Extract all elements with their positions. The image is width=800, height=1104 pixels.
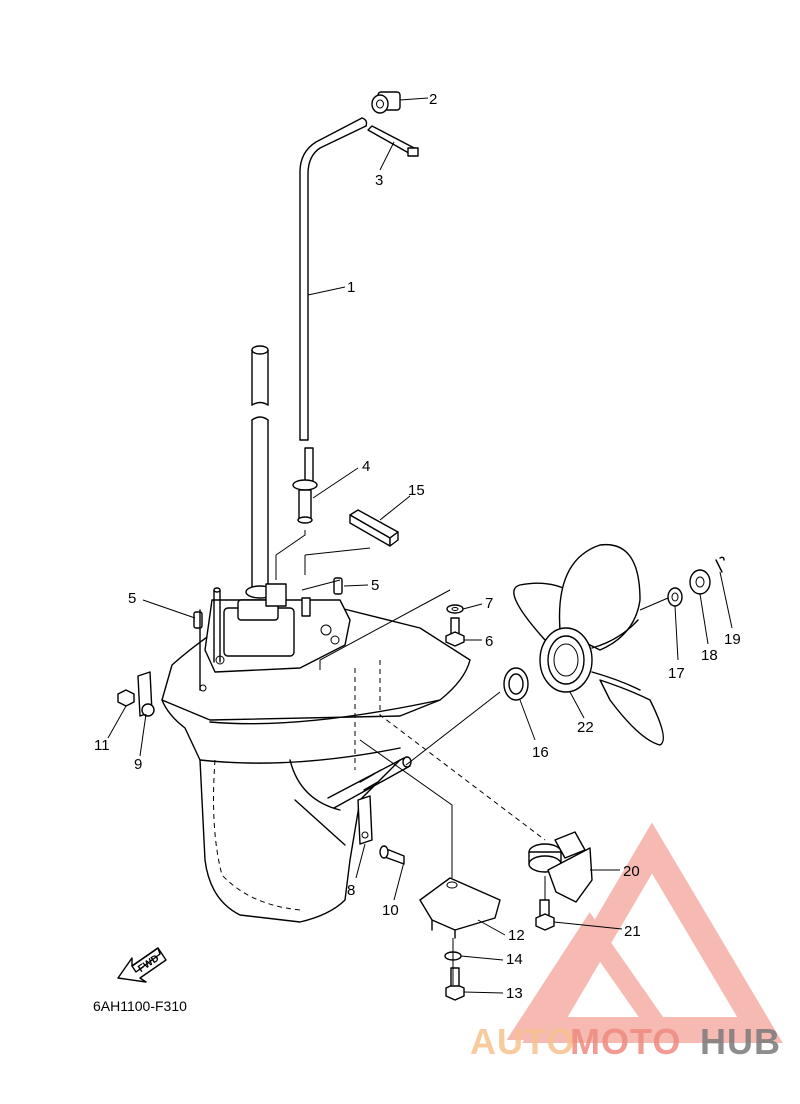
part-8-bracket	[357, 795, 373, 845]
part-4-rod-end	[292, 447, 318, 524]
part-11-nut	[117, 689, 135, 707]
part-20-anode	[528, 831, 593, 903]
forward-direction-arrow: FWD	[117, 947, 167, 983]
part-21-bolt	[535, 899, 555, 931]
callout-8: 8	[347, 882, 355, 899]
callout-7: 7	[485, 595, 493, 612]
callout-12: 12	[508, 927, 525, 944]
part-10-screw	[379, 845, 405, 865]
lower-unit-housing	[161, 583, 471, 923]
callout-14: 14	[506, 951, 523, 968]
callout-20: 20	[623, 863, 640, 880]
watermark-moto: MOTO	[570, 1021, 681, 1062]
part-2-grommet	[371, 91, 401, 114]
callout-6: 6	[485, 633, 493, 650]
callout-3: 3	[375, 172, 383, 189]
propeller-shaft	[327, 756, 412, 809]
diagram-code: 6AH1100-F310	[93, 998, 187, 1014]
part-13-bolt	[445, 967, 465, 1001]
watermark-auto: AUTO	[470, 1021, 575, 1062]
watermark-text: AUTO MOTO HUB	[470, 1021, 781, 1062]
leader-lines	[107, 97, 733, 994]
callout-16: 16	[532, 744, 549, 761]
assembly-lines	[275, 530, 669, 985]
callout-18: 18	[701, 647, 718, 664]
part-6-bolt	[445, 617, 465, 647]
callout-21: 21	[624, 923, 641, 940]
part-18-nut	[689, 569, 711, 595]
watermark-hub: HUB	[700, 1021, 781, 1062]
part-17-washer	[667, 587, 683, 607]
callout-22: 22	[577, 719, 594, 736]
callout-10: 10	[382, 902, 399, 919]
callout-17: 17	[668, 665, 685, 682]
part-22-propeller	[513, 543, 664, 746]
callout-4: 4	[362, 458, 370, 475]
callout-1: 1	[347, 279, 355, 296]
callout-labels: 1 2 3 4 5 5 6 7 8 9 10 11 12 13 14 15 16…	[94, 91, 741, 1002]
callout-11: 11	[94, 737, 110, 754]
callout-15: 15	[408, 482, 425, 499]
part-1-shift-rod	[299, 117, 368, 441]
part-3-strap	[367, 125, 419, 157]
callout-13: 13	[506, 985, 523, 1002]
callout-19: 19	[724, 631, 741, 648]
part-7-washer	[446, 604, 464, 614]
watermark-logo	[506, 822, 783, 1043]
callout-5-left: 5	[128, 590, 136, 607]
callout-2: 2	[429, 91, 437, 108]
part-19-cotter-pin	[715, 556, 725, 573]
part-16-spacer	[503, 667, 529, 701]
callout-9: 9	[134, 756, 142, 773]
part-9-bracket	[137, 671, 155, 717]
part-15-block	[349, 509, 399, 547]
callout-5-right: 5	[371, 577, 379, 594]
part-12-anode	[419, 877, 501, 939]
part-5-dowel-left	[193, 611, 203, 629]
part-5-dowel-right	[333, 577, 343, 595]
drive-shaft	[251, 345, 269, 596]
